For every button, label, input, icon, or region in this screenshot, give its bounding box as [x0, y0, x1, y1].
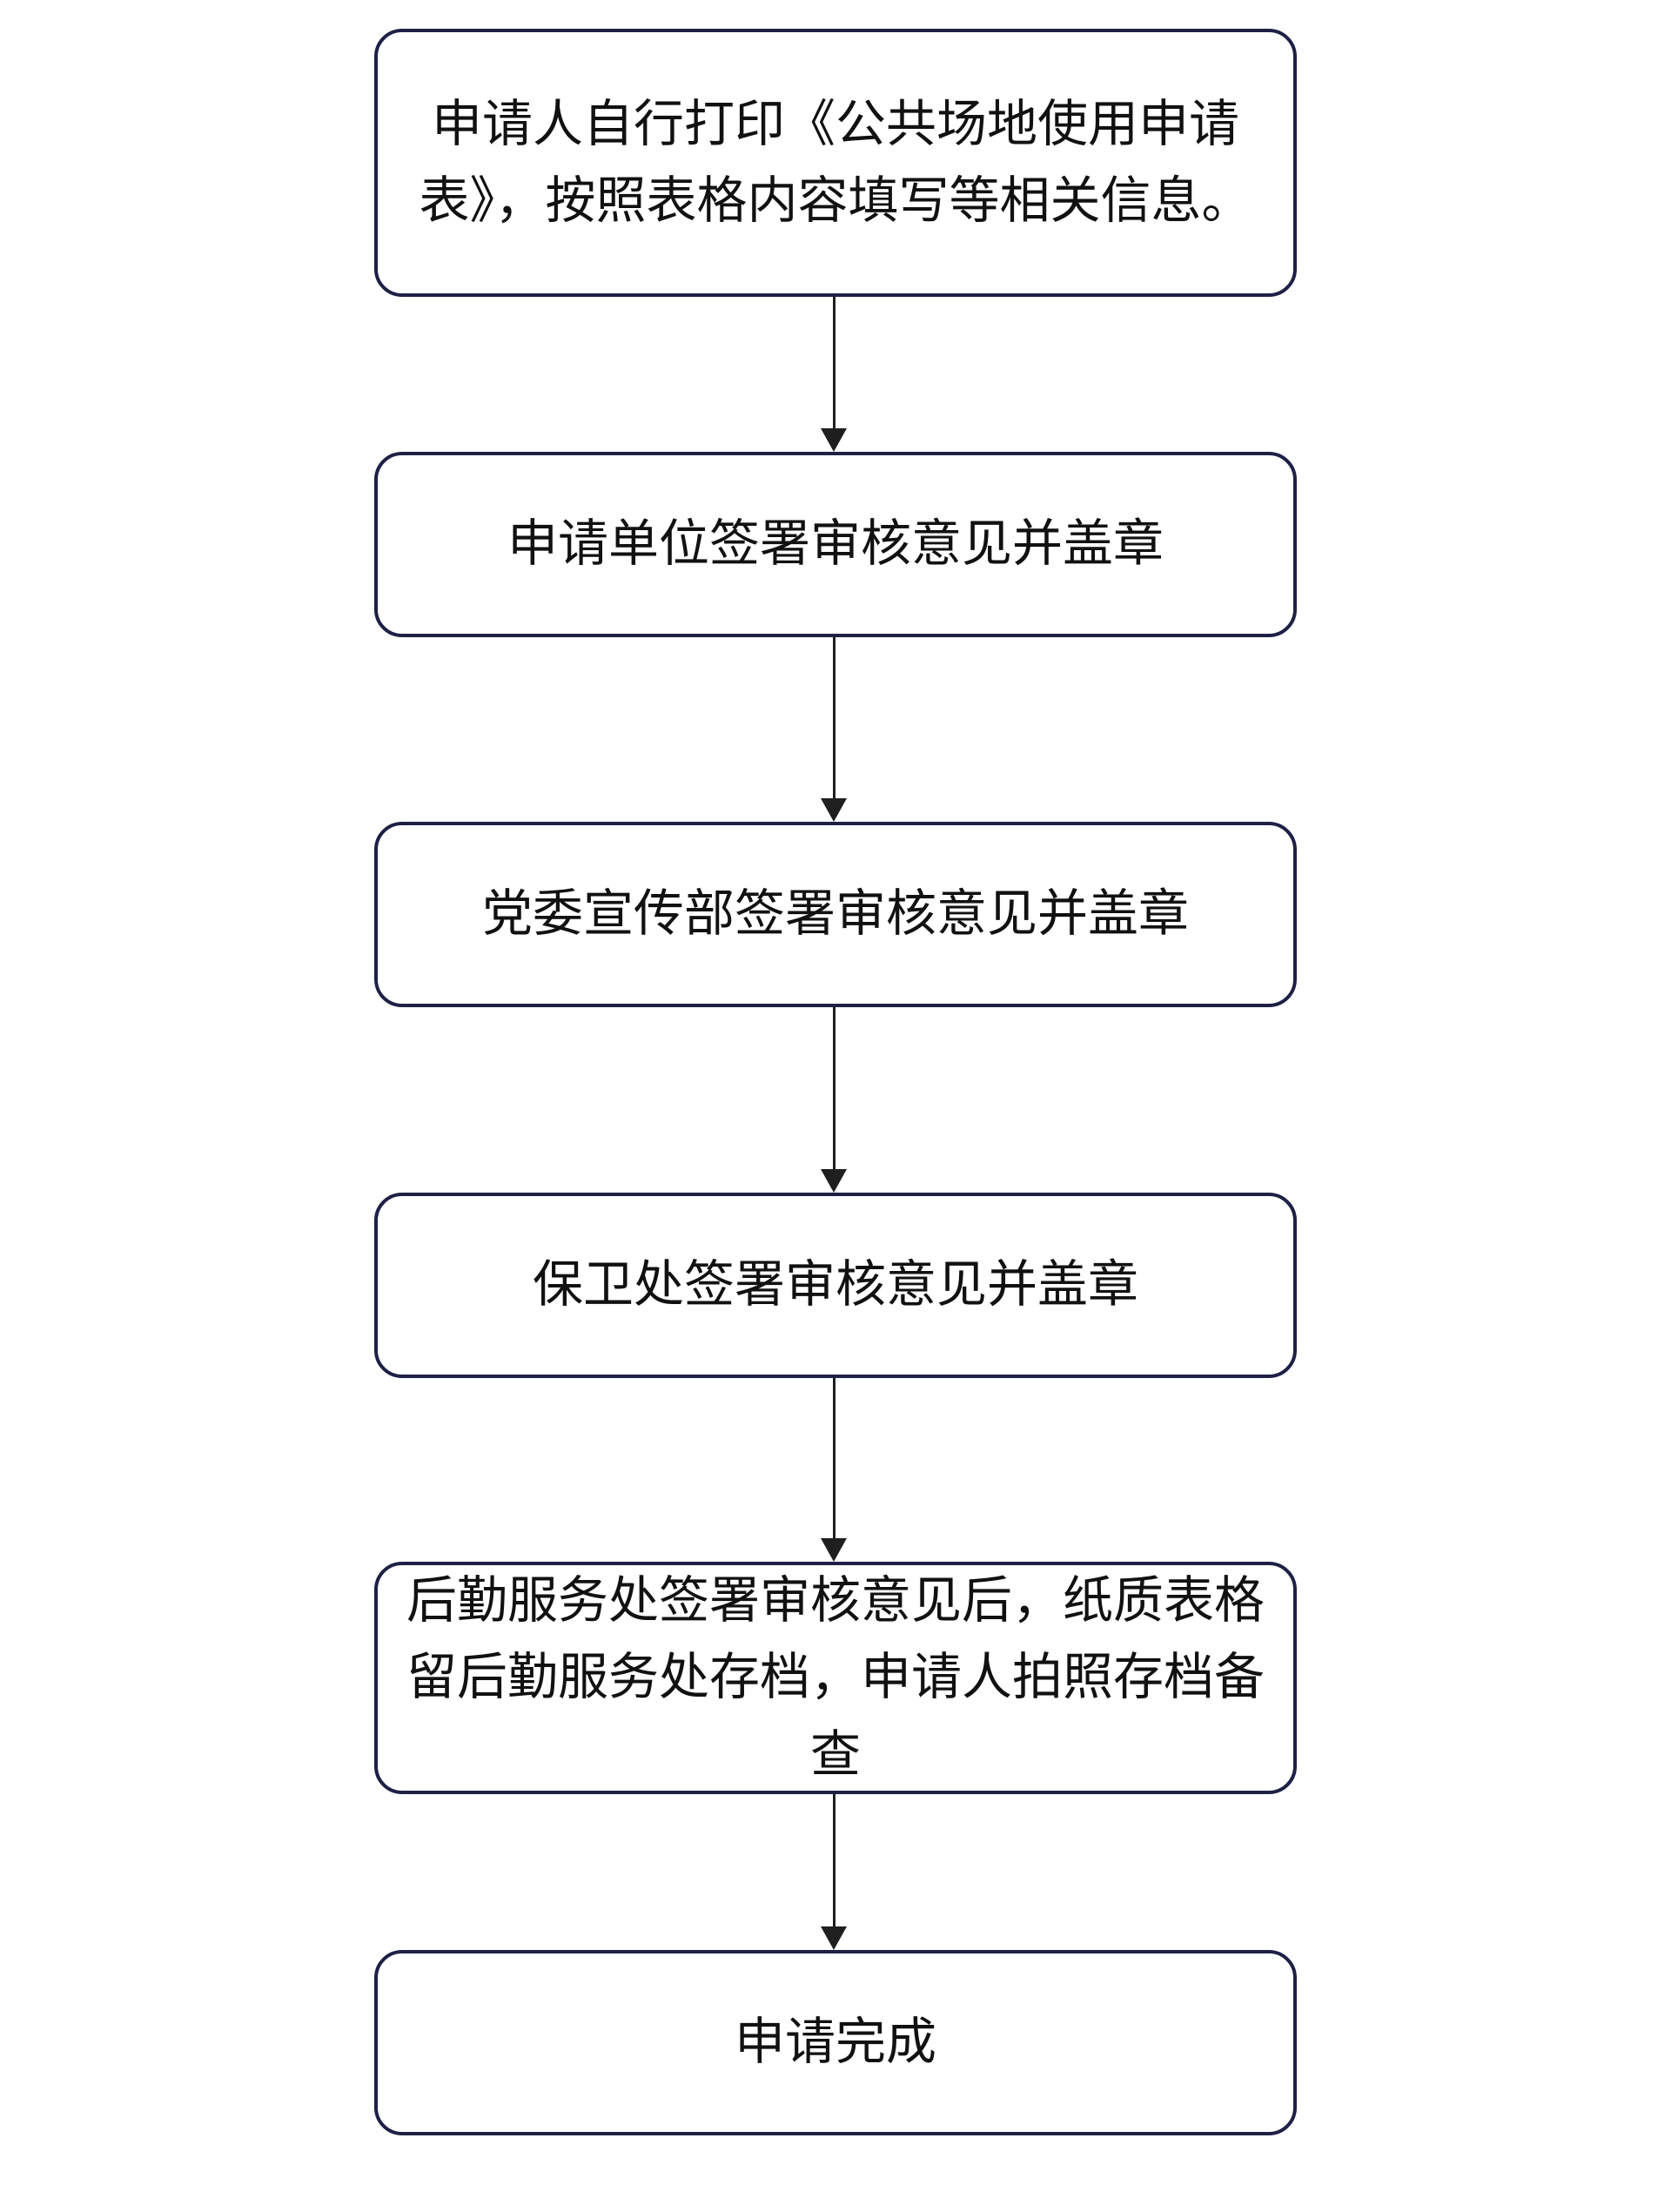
flow-arrow-step1-to-step2 [820, 297, 848, 452]
arrow-line [832, 637, 836, 798]
flow-node-step-1-label: 申请人自行打印《公共场地使用申请表》，按照表格内容填写等相关信息。 [419, 95, 1252, 229]
arrow-line [832, 1794, 836, 1926]
flow-node-step-4: 保卫处签署审核意见并盖章 [374, 1193, 1297, 1378]
flow-arrow-step2-to-step3 [820, 637, 848, 822]
arrow-line [832, 297, 836, 428]
flow-node-step-6: 申请完成 [374, 1950, 1297, 2135]
flow-node-step-5: 后勤服务处签署审核意见后，纸质表格留后勤服务处存档，申请人拍照存档备查 [374, 1562, 1297, 1794]
flow-node-step-5-label: 后勤服务处签署审核意见后，纸质表格留后勤服务处存档，申请人拍照存档备查 [406, 1572, 1265, 1783]
flow-arrow-step3-to-step4 [820, 1007, 848, 1193]
arrow-down-icon [821, 428, 847, 452]
arrow-line [832, 1378, 836, 1538]
flow-node-step-3-label: 党委宣传部签署审核意见并盖章 [481, 885, 1189, 943]
flow-arrow-step5-to-step6 [820, 1794, 848, 1950]
arrow-down-icon [821, 1926, 847, 1950]
arrow-down-icon [821, 1169, 847, 1193]
flow-node-step-4-label: 保卫处签署审核意见并盖章 [532, 1256, 1138, 1314]
flow-node-step-3: 党委宣传部签署审核意见并盖章 [374, 822, 1297, 1007]
flow-node-step-2: 申请单位签署审核意见并盖章 [374, 452, 1297, 637]
arrow-down-icon [821, 798, 847, 822]
flow-node-step-1: 申请人自行打印《公共场地使用申请表》，按照表格内容填写等相关信息。 [374, 29, 1297, 297]
arrow-down-icon [821, 1538, 847, 1562]
flow-node-step-6-label: 申请完成 [734, 2014, 936, 2071]
flow-arrow-step4-to-step5 [820, 1378, 848, 1562]
flow-node-step-2-label: 申请单位签署审核意见并盖章 [507, 515, 1164, 573]
arrow-line [832, 1007, 836, 1169]
